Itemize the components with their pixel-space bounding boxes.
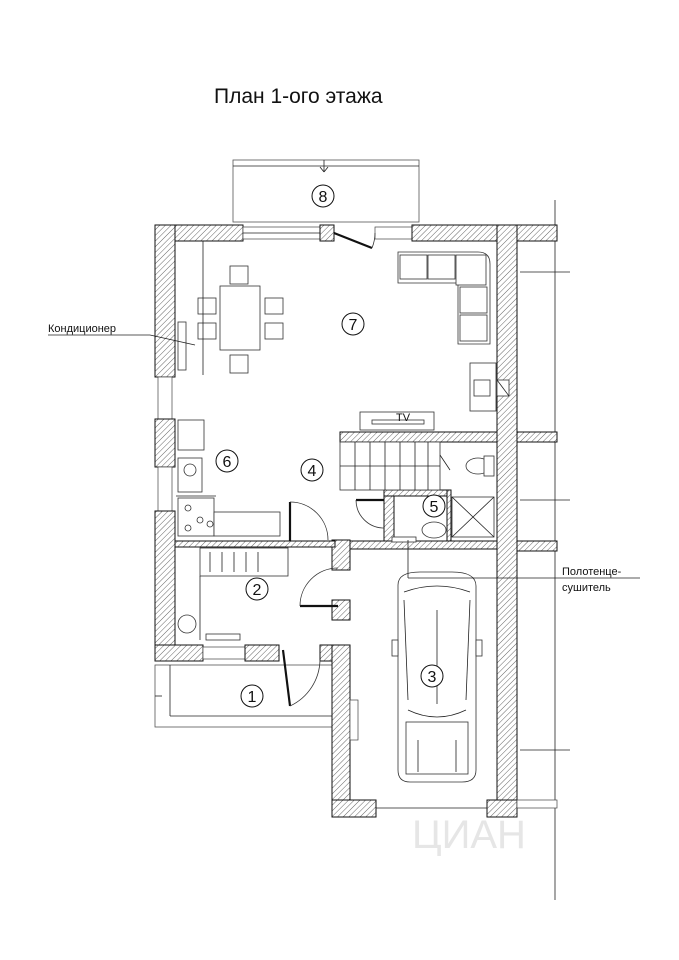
room-number-4: 4 [308, 463, 317, 480]
room-number-8: 8 [319, 189, 328, 206]
leader-lines [48, 334, 640, 579]
air-conditioner-label: Кондиционер [48, 323, 116, 335]
tv-label: TV [396, 412, 411, 424]
room-number-2: 2 [253, 582, 262, 599]
terrace-door [333, 231, 376, 250]
watermark: ЦИАН [412, 813, 526, 857]
room-number-3: 3 [428, 669, 437, 686]
towel-dryer-label-line2: сушитель [562, 582, 611, 594]
interior-doors [281, 501, 339, 707]
room-number-6: 6 [223, 454, 232, 471]
plan-title: План 1-ого этажа [214, 85, 383, 108]
room-number-1: 1 [248, 689, 257, 706]
room-number-7: 7 [349, 317, 358, 334]
staircase [339, 441, 451, 491]
towel-dryer-label-line1: Полотенце- [562, 566, 622, 578]
kitchen-furniture [176, 419, 281, 537]
living-furniture: TV [177, 241, 510, 431]
utility-furniture [177, 547, 289, 641]
room-markers: 8 7 6 4 5 2 3 1 [215, 184, 446, 708]
room-number-5: 5 [430, 499, 439, 516]
walls [154, 224, 558, 818]
bathroom-fixtures [355, 455, 495, 543]
